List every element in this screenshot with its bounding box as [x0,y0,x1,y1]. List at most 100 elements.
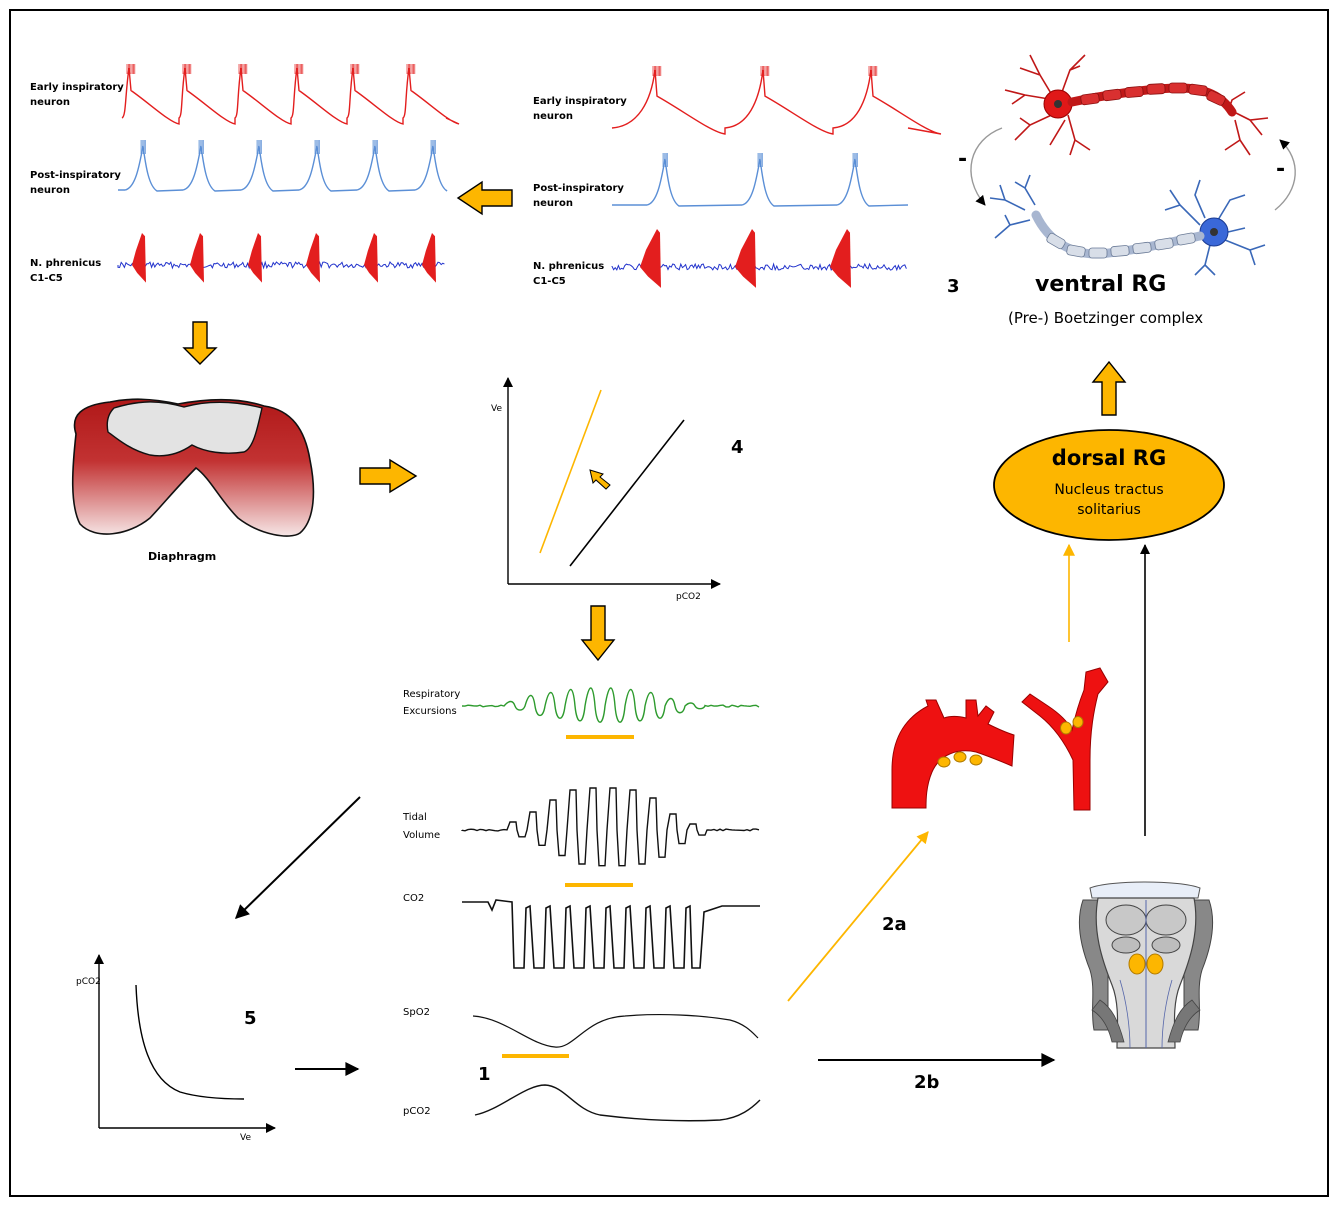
early-inspiratory-spikes-right [652,66,878,76]
brainstem-grey-band-right [1167,999,1201,1043]
phrenic-burst [830,229,851,288]
ventral-rg-title: ventral RG [1035,272,1167,297]
early-inspiratory-trace-left [121,67,460,125]
red-axon-myelin [1080,82,1226,106]
resp-excursions-label-1: Respiratory [403,689,461,700]
phrenic-burst [422,233,436,283]
tidal-volume-trace [461,787,760,867]
dorsal-rg-subtitle-1: Nucleus tractus [1054,482,1164,498]
aortic-body-2 [953,751,967,763]
myelin-segment [1176,232,1196,246]
carotid-bifurcation [1021,667,1109,811]
graph5-hyperbola [135,984,245,1100]
pco2-trace [474,1084,761,1122]
phrenic-burst [735,229,756,288]
ventral-number: 3 [947,276,960,297]
myelin-segment [1146,83,1166,95]
graph5-x-label: Ve [240,1133,251,1143]
label-2a: 2a [882,914,907,935]
brainstem-top-outline [1089,881,1201,899]
orange-arrow-up-ventral [1091,360,1127,416]
colliculus-right-lower [1151,936,1181,954]
graph4-shift-arrow [589,469,611,490]
diaphragm-illustration [71,398,315,537]
blue-neuron-nucleus [1210,228,1218,236]
orange-arrow-right-graph4 [359,458,418,494]
respiratory-recordings [461,687,761,1122]
inhibition-arrow-right [1274,139,1296,211]
minus-left: - [958,147,968,172]
post-inspiratory-spikes-left [140,140,436,154]
graph5-y-label: pCO2 [76,977,101,987]
colliculus-left [1105,904,1147,936]
inhibition-arrow-left [970,127,1003,206]
aortic-body-1 [937,756,951,768]
early-inspiratory-trace-right [611,69,942,135]
carotid-body-2 [1072,716,1084,728]
graph4-number: 4 [731,437,744,458]
phrenic-burst [248,233,262,283]
graph4-black-curve [569,419,685,567]
graph5-pco2-vs-ventilation [94,954,276,1133]
early-inspiratory-label-left: Early inspiratory neuron [30,80,126,110]
arrow-to-graph5 [234,796,361,919]
red-neuron [1004,54,1269,156]
spo2-label: SpO2 [403,1007,430,1018]
dorsal-rg-title: dorsal RG [1051,446,1167,470]
phrenic-bursts-right [640,229,851,288]
orange-arrow-down-recordings [580,605,616,662]
traces-left [117,64,460,283]
phrenic-burst [364,233,378,283]
respiratory-excursions-trace [461,687,760,723]
phrenic-baseline-left [117,260,445,270]
orange-arrow-left-traces [456,180,513,216]
myelin-segment [1206,90,1226,106]
co2-label: CO2 [403,893,425,904]
label-2b: 2b [914,1072,940,1093]
brainstem-outline-left [1119,979,1131,1049]
aortic-body-3 [969,754,983,766]
early-inspiratory-spikes-left [126,64,416,74]
phrenic-burst [132,233,146,283]
colliculus-left-lower [1111,936,1141,954]
outer-frame [9,9,1329,1197]
ventral-rg-neurons [970,54,1296,276]
orange-arrow-down-diaphragm [182,321,218,365]
aortic-arch [891,699,1015,809]
tidal-volume-label-1: Tidal [403,812,427,823]
myelin-segment [1154,237,1174,251]
early-inspiratory-label-right-text: Early inspiratory neuron [533,96,627,122]
phrenic-burst [190,233,204,283]
brainstem-grey-band-left [1091,999,1125,1043]
post-inspiratory-trace-left [118,145,448,192]
dorsal-rg-ellipse [993,429,1225,541]
recordings-number: 1 [478,1064,491,1085]
blue-neuron [989,174,1266,276]
peripheral-chemoreceptors [891,667,1109,811]
graph4-ventilation-vs-pco2 [503,377,721,589]
phrenic-burst [640,229,661,288]
ventral-rg-subtitle: (Pre-) Boetzinger complex [1008,309,1204,327]
dorsal-rg-subtitle-2: solitarius [1077,502,1141,518]
phrenic-segments-right: C1-C5 [533,276,566,287]
myelin-segment [1188,83,1208,97]
phrenic-burst [306,233,320,283]
myelin-segment [1132,241,1152,255]
resp-excursions-label-2: Excursions [403,706,457,717]
post-inspiratory-label-left-text: Post-inspiratory neuron [30,170,121,196]
pco2-label: pCO2 [403,1106,431,1117]
phrenic-segments-left: C1-C5 [30,273,63,284]
graph4-orange-curve [539,389,602,554]
phrenic-label-left: N. phrenicus [30,258,102,269]
myelin-segment [1168,82,1188,94]
tidal-volume-label-2: Volume [403,830,441,841]
blue-axon-myelin [1046,232,1196,259]
traces-right [611,66,942,288]
myelin-segment [1102,88,1122,102]
myelin-segment [1110,245,1130,257]
brainstem-illustration [1078,881,1214,1049]
early-inspiratory-label-right: Early inspiratory neuron [533,94,629,124]
post-inspiratory-label-right: Post-inspiratory neuron [533,181,625,211]
diaphragm-central-tendon [106,401,263,457]
